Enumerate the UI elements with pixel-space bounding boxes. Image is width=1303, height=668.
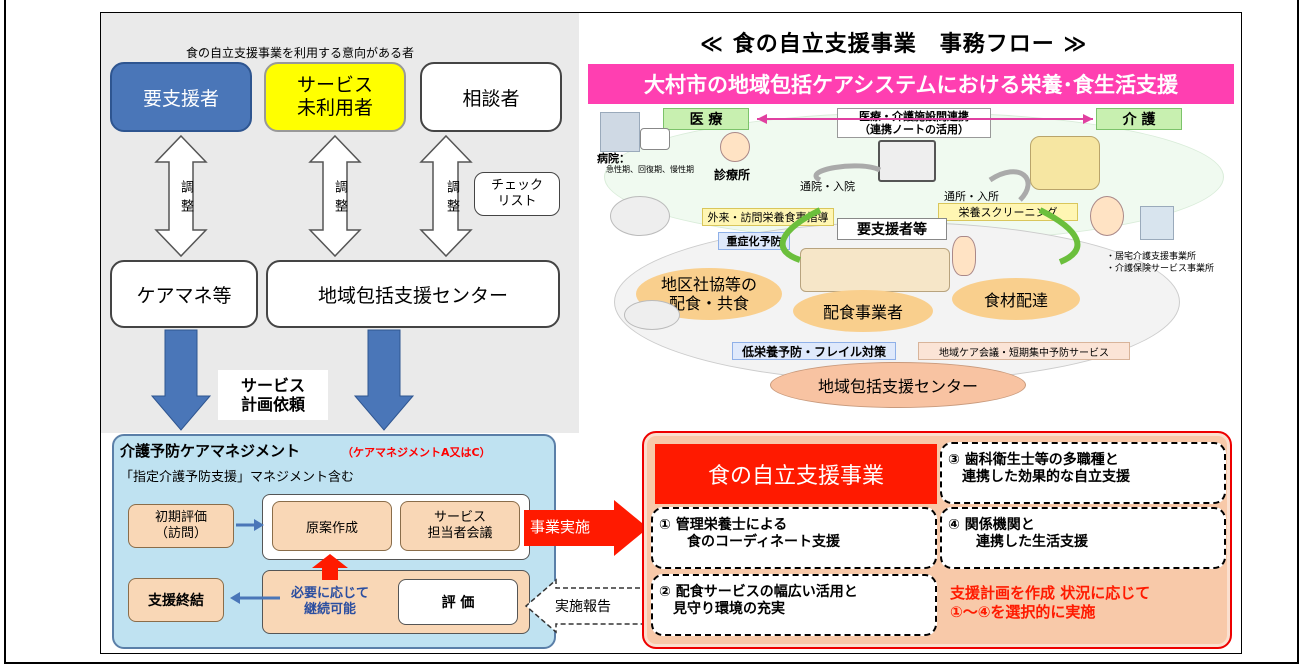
program-item-4: ④ 関係機関と 連携した生活支援: [940, 507, 1226, 569]
draft-box: 原案作成: [272, 501, 392, 551]
evaluation-box: 評 価: [398, 579, 518, 625]
needs-support-box: 要支援者: [110, 62, 252, 132]
non-user-box: サービス 未利用者: [264, 62, 406, 132]
initial-eval-box: 初期評価 （訪問）: [128, 504, 234, 548]
community-label: 地域ケア会議・短期集中予防サービス: [918, 342, 1130, 360]
office-icon: [1140, 206, 1174, 240]
link-arrow: [757, 114, 1093, 124]
outer-frame: [4, 0, 1299, 664]
care-facility-icon: [1030, 136, 1100, 190]
double-arrow-1: [154, 134, 208, 258]
visit-facility-label: 通所・入所: [944, 190, 999, 203]
meeting-box: サービス 担当者会議: [400, 501, 520, 551]
program-item-3: ③ 歯科衛生士等の多職種と 連携した効果的な自立支援: [940, 442, 1226, 504]
flow-title: ≪ 食の自立支援事業 事務フロー ≫: [700, 32, 1088, 57]
request-arrows: [150, 329, 415, 431]
blue-down-arrow-2: [353, 329, 415, 431]
facilities-list: ・居宅介護支援事業所 ・介護保険サービス事業所: [1106, 252, 1215, 274]
cycle-arrows: [779, 163, 1081, 265]
nurse-icon: [1090, 196, 1124, 236]
care-flow-arrows: [230, 519, 280, 604]
medical-header: 医 療: [663, 108, 749, 130]
visit-clinic-label: 通院・入院: [800, 180, 855, 193]
frailty-label: 低栄養予防・フレイル対策: [732, 342, 896, 360]
up-red-arrow: [312, 554, 348, 580]
care-mgmt-note: （ケアマネジメントA又はC）: [342, 446, 491, 459]
program-note: 支援計画を作成 状況に応じて ①～④を選択的に実施: [950, 584, 1151, 621]
ambulance-icon: [640, 128, 670, 150]
screening-label: 栄養スクリーニング: [938, 203, 1078, 221]
blue-down-arrow-1: [150, 329, 212, 431]
hospital-label: 病院：: [597, 152, 630, 165]
meal-delivery-bubble: 配食事業者: [793, 290, 933, 332]
adjust-arrows: [154, 134, 473, 258]
support-end-box: 支援終結: [128, 578, 224, 622]
report-label: 実施報告: [555, 599, 611, 615]
double-arrow-2: [308, 134, 362, 258]
implement-label: 事業実施: [530, 518, 591, 536]
hospital-icon: [600, 112, 640, 152]
consultant-box: 相談者: [420, 62, 562, 132]
program-title: 食の自立支援事業: [655, 444, 937, 504]
ingredients-bubble: 食材配達: [952, 278, 1080, 320]
severity-label: 重症化予防: [718, 232, 790, 250]
tablet-icon: [878, 140, 936, 182]
care-manager-box: ケアマネ等: [110, 260, 258, 328]
adjust-label-3: 調整: [444, 180, 459, 218]
adjust-label-2: 調整: [332, 180, 347, 218]
nutrition-icon: [610, 196, 670, 236]
system-banner: 大村市の地域包括ケアシステムにおける栄養･食生活支援: [588, 64, 1234, 104]
program-item-2: ② 配食サービスの幅広い活用と 見守り環境の充実: [651, 574, 937, 636]
doctor-icon: [720, 132, 750, 162]
care-header: 介 護: [1096, 108, 1182, 130]
regional-center-box: 地域包括支援センター: [266, 260, 560, 328]
program-item-1: ① 管理栄養士による 食のコーディネート支援: [651, 507, 937, 569]
hospital-types: 急性期、回復期、慢性期: [606, 165, 694, 174]
care-mgmt-title: 介護予防ケアマネジメント: [120, 442, 301, 460]
coordination-box: 医療・介護施設間連携 （連携ノートの活用）: [837, 108, 991, 138]
target-label: 要支援者等: [837, 218, 947, 240]
report-arrow: [524, 578, 649, 634]
center-bubble: 地域包括支援センター: [770, 362, 1026, 408]
service-request-label: サービス 計画依頼: [218, 370, 328, 420]
elder-icon: [952, 236, 976, 276]
checklist-box: チェック リスト: [474, 172, 560, 216]
intent-header: 食の自立支援事業を利用する意向がある者: [186, 46, 415, 60]
clinic-label: 診療所: [714, 168, 751, 182]
double-arrow-3: [419, 134, 473, 258]
meal-group-icon: [624, 300, 680, 330]
continue-label: 必要に応じて 継続可能: [290, 586, 369, 617]
care-mgmt-subtitle: 「指定介護予防支援」マネジメント含む: [120, 470, 355, 485]
adjust-label-1: 調整: [178, 180, 193, 218]
implement-arrow: [524, 500, 648, 556]
